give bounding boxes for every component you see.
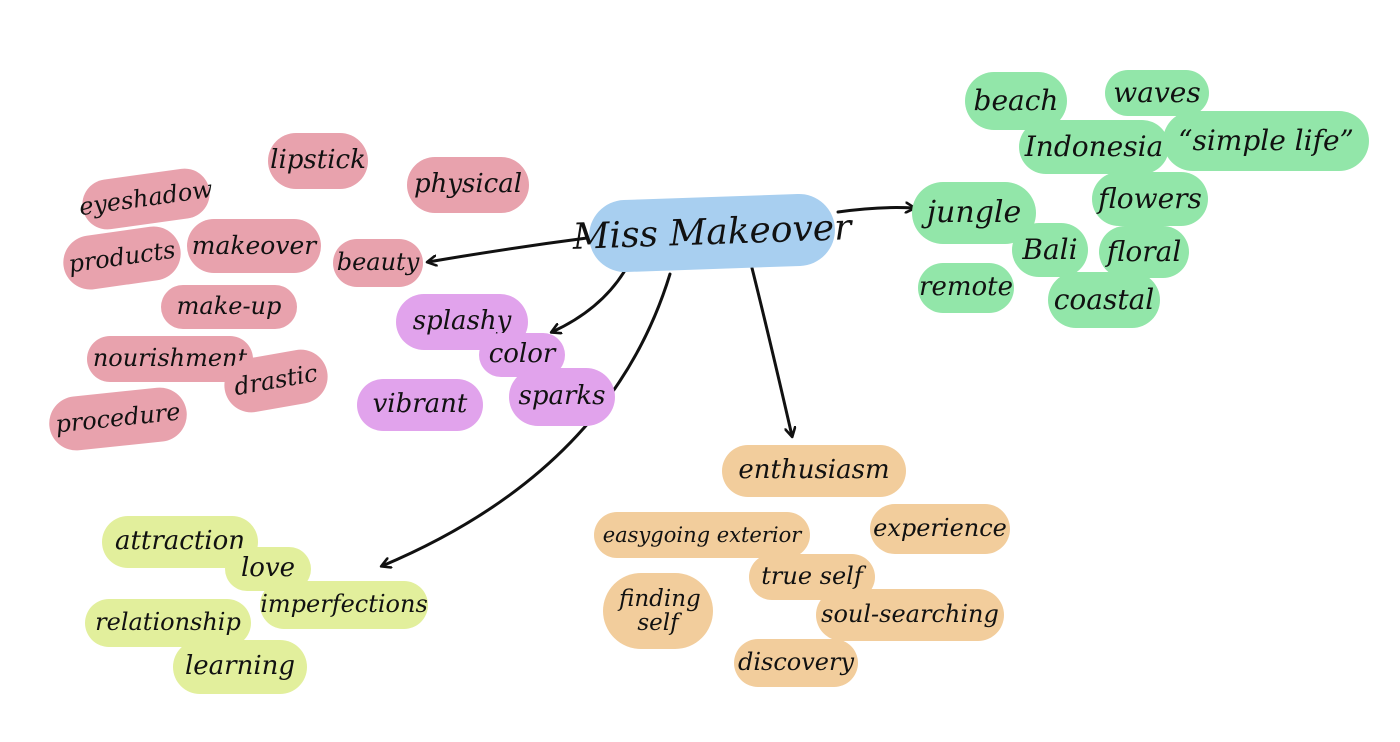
word-waves: waves — [1105, 70, 1209, 116]
word-nourishment: nourishment — [87, 336, 253, 382]
word-color: color — [479, 333, 565, 377]
word-physical: physical — [407, 157, 529, 213]
word-jungle: jungle — [912, 182, 1036, 244]
arrow-to-color — [552, 270, 626, 332]
word-coastal: coastal — [1048, 272, 1160, 328]
central-topic-label: Miss Makeover — [571, 207, 852, 258]
word-enthusiasm: enthusiasm — [722, 445, 906, 497]
word-beauty: beauty — [333, 239, 423, 287]
word-lipstick: lipstick — [268, 133, 368, 189]
central-topic: Miss Makeover — [572, 192, 852, 274]
word-make-up: make-up — [161, 285, 297, 329]
word-learning: learning — [173, 640, 307, 694]
word-remote: remote — [918, 263, 1014, 313]
word-bali: Bali — [1012, 223, 1088, 277]
word-floral: floral — [1099, 226, 1189, 278]
word-imperfections: imperfections — [260, 581, 428, 629]
word-discovery: discovery — [734, 639, 858, 687]
word-beach: beach — [965, 72, 1067, 130]
word-relationship: relationship — [85, 599, 251, 647]
arrow-to-place — [836, 208, 914, 213]
word-soul-searching: soul-searching — [816, 589, 1004, 641]
word-experience: experience — [870, 504, 1010, 554]
arrow-to-self — [750, 266, 792, 436]
arrow-to-love — [382, 272, 672, 566]
word-sparks: sparks — [509, 368, 615, 426]
word-simple-life: “simple life” — [1163, 111, 1369, 171]
arrow-to-beauty — [428, 236, 589, 262]
word-vibrant: vibrant — [357, 379, 483, 431]
word-finding-self: finding self — [603, 573, 713, 649]
word-attraction: attraction — [102, 516, 258, 568]
word-makeover: makeover — [187, 219, 321, 273]
word-easygoing-exterior: easygoing exterior — [594, 512, 810, 558]
word-indonesia: Indonesia — [1019, 120, 1169, 174]
word-flowers: flowers — [1092, 172, 1208, 226]
word-love: love — [225, 547, 311, 591]
